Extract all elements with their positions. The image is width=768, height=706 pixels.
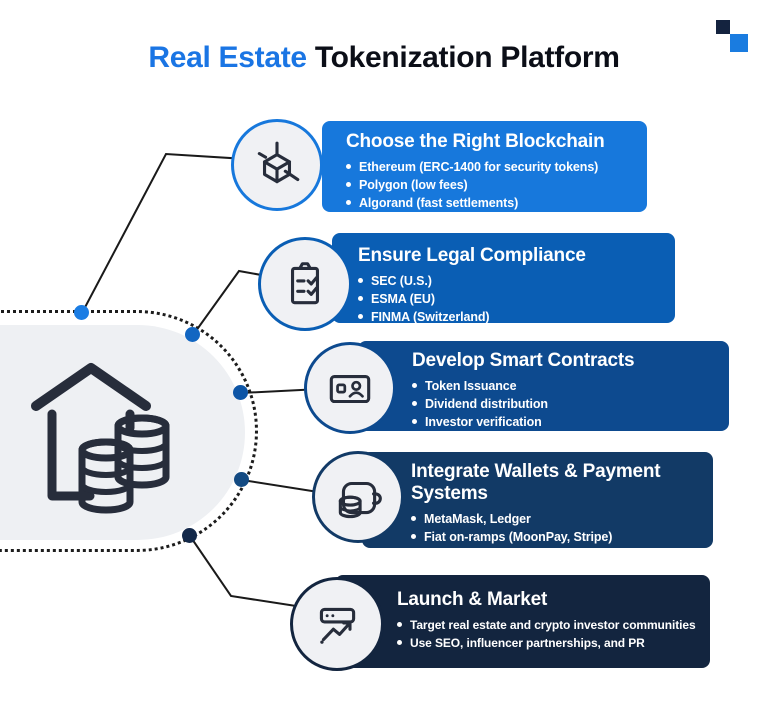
step-bullet: Fiat on-ramps (MoonPay, Stripe) [411,528,701,546]
step-bullets-4: MetaMask, Ledger Fiat on-ramps (MoonPay,… [411,510,701,546]
step-bullet: Token Issuance [412,377,717,395]
house-with-coins-icon [31,363,170,514]
node-3 [233,385,248,400]
hub-dotted-outline [0,310,258,552]
node-5 [182,528,197,543]
corner-square-blue-icon [730,34,748,52]
step-banner-4: Integrate Wallets & Payment Systems Meta… [362,452,713,548]
page-title-rest: Tokenization Platform [306,41,620,74]
step-title-1: Choose the Right Blockchain [346,131,605,152]
blockchain-cube-icon [257,141,300,184]
node-2 [185,327,200,342]
step-circle-2 [258,237,352,331]
step-title-2: Ensure Legal Compliance [358,245,586,266]
step-bullet: Investor verification [412,413,717,431]
step-bullets-5: Target real estate and crypto investor c… [397,616,702,652]
wallet-coins-icon [338,481,382,519]
launch-growth-chart-icon [319,607,356,644]
step-banner-5: Launch & Market Target real estate and c… [335,575,710,668]
page-title-highlight: Real Estate [148,41,307,74]
step-circle-5 [290,577,384,671]
step-bullet: FINMA (Switzerland) [358,308,663,326]
step-title-3: Develop Smart Contracts [412,350,635,371]
step-bullets-1: Ethereum (ERC-1400 for security tokens) … [346,158,635,212]
step-bullet: MetaMask, Ledger [411,510,701,528]
step-circle-3 [304,342,396,434]
node-1 [74,305,89,320]
step-bullet: Target real estate and crypto investor c… [397,616,702,634]
step-title-5: Launch & Market [397,589,548,610]
step-bullet: Use SEO, influencer partnerships, and PR [397,634,702,652]
step-bullet: SEC (U.S.) [358,272,663,290]
step-title-4: Integrate Wallets & Payment Systems [411,461,661,504]
step-bullet: ESMA (EU) [358,290,663,308]
page-title: Real Estate Tokenization Platform [0,40,768,76]
step-banner-2: Ensure Legal Compliance SEC (U.S.) ESMA … [332,233,675,326]
step-bullet: Ethereum (ERC-1400 for security tokens) [346,158,635,176]
step-circle-1 [231,119,323,211]
compliance-clipboard-icon [290,262,320,305]
step-circle-4 [312,451,404,543]
step-bullet: Dividend distribution [412,395,717,413]
smart-contract-id-card-icon [329,375,371,404]
corner-square-dark-icon [716,20,730,34]
node-4 [234,472,249,487]
step-banner-1: Choose the Right Blockchain Ethereum (ER… [322,121,647,212]
step-bullets-3: Token Issuance Dividend distribution Inv… [412,377,717,431]
step-bullet: Polygon (low fees) [346,176,635,194]
step-bullet: Algorand (fast settlements) [346,194,635,212]
step-banner-3: Develop Smart Contracts Token Issuance D… [358,341,729,431]
step-bullets-2: SEC (U.S.) ESMA (EU) FINMA (Switzerland) [358,272,663,326]
